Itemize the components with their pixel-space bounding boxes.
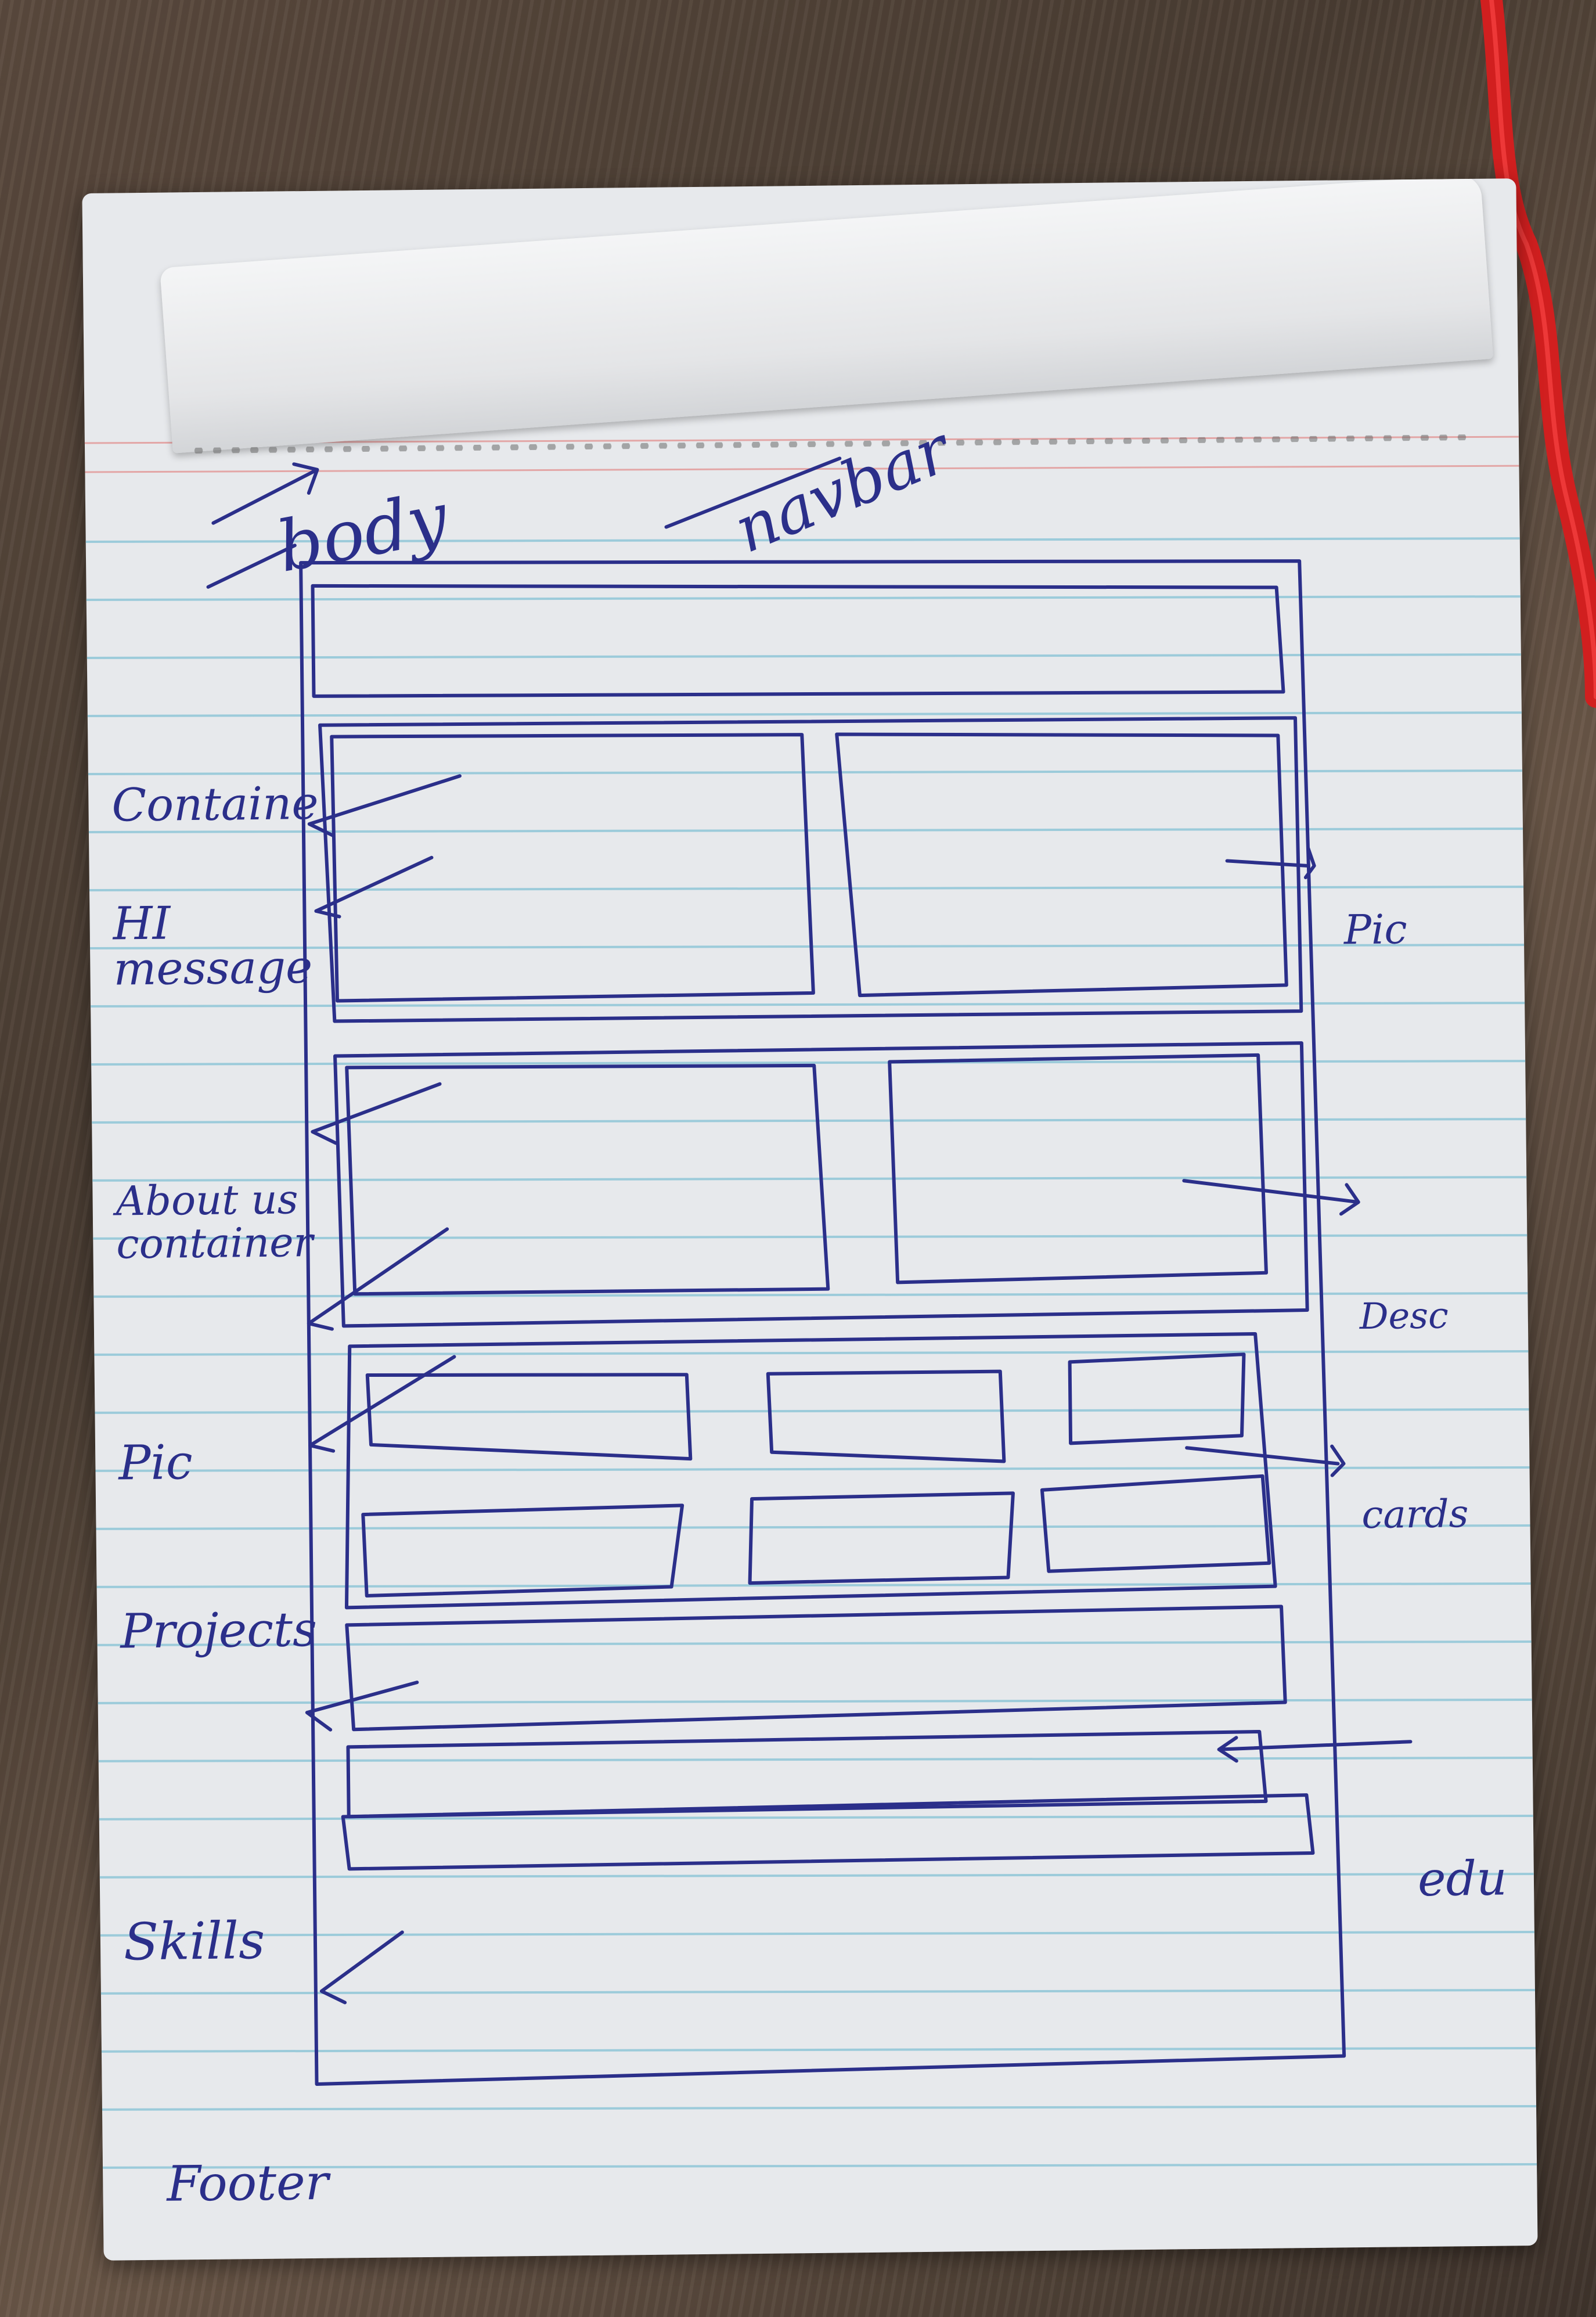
card-box-5 — [748, 1491, 1015, 1585]
label-hi-message: HI message — [113, 897, 313, 996]
card-box-6 — [1040, 1474, 1271, 1573]
card-box-2 — [766, 1369, 1006, 1463]
label-skills: Skills — [123, 1910, 265, 1972]
label-projects: Projects — [120, 1602, 318, 1660]
hi-message-box — [330, 733, 815, 1003]
notepad: body navbar Containe HI message Pic Abou… — [82, 178, 1538, 2261]
label-about-us: About us container — [116, 1175, 314, 1268]
card-box-1 — [365, 1373, 693, 1461]
label-pic-about: Pic — [118, 1435, 193, 1491]
navbar-box — [311, 584, 1285, 698]
label-desc: Desc — [1359, 1294, 1449, 1338]
skills-box — [345, 1604, 1287, 1732]
about-container-box — [333, 1041, 1309, 1328]
label-container: Containe — [111, 777, 319, 832]
about-desc-box — [888, 1053, 1269, 1285]
label-pic-top: Pic — [1343, 905, 1407, 954]
label-footer: Footer — [166, 2153, 329, 2212]
label-cards: cards — [1361, 1491, 1469, 1538]
footer-box — [341, 1793, 1315, 1871]
about-pic-box — [345, 1063, 830, 1296]
card-box-4 — [361, 1503, 684, 1598]
body-outline — [299, 559, 1346, 2086]
hero-container-box — [318, 716, 1303, 1023]
hero-pic-box — [835, 732, 1288, 998]
projects-container-box — [344, 1332, 1277, 1610]
label-edu: edu — [1417, 1851, 1508, 1908]
red-cable — [1480, 0, 1596, 708]
card-box-3 — [1068, 1352, 1246, 1445]
edu-box — [346, 1729, 1268, 1819]
